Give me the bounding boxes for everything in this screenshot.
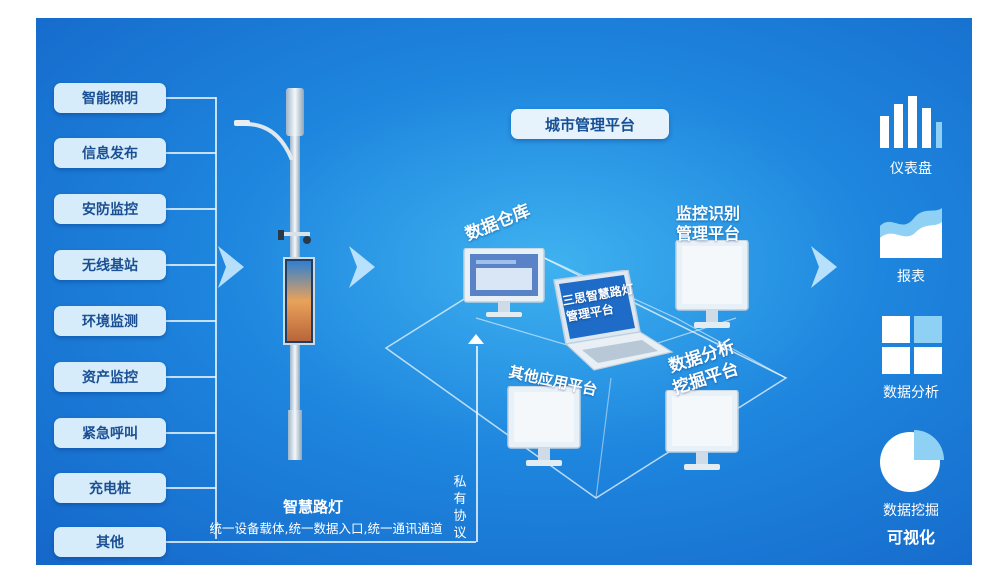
data-warehouse-monitor-icon (463, 248, 545, 317)
connector-9 (166, 541, 476, 543)
item-emergency-call: 紧急呼叫 (54, 418, 166, 448)
pole-title: 智慧路灯 (282, 498, 343, 516)
protocol-line (476, 346, 478, 542)
item-asset-monitoring: 资产监控 (54, 362, 166, 392)
area-chart-icon (880, 208, 942, 258)
output-dashboard-label: 仪表盘 (890, 161, 932, 177)
grid-icon (882, 316, 942, 374)
connector-2 (166, 152, 216, 154)
item-security-monitoring: 安防监控 (54, 194, 166, 224)
visualization-label: 可视化 (886, 528, 935, 547)
connector-7 (166, 432, 216, 434)
item-wireless-base-station: 无线基站 (54, 250, 166, 280)
item-smart-lighting: 智能照明 (54, 83, 166, 113)
output-report-label: 报表 (897, 269, 925, 285)
other-apps-monitor-icon (507, 386, 581, 466)
output-data-analysis-label: 数据分析 (883, 385, 939, 401)
output-data-mining-label: 数据挖掘 (883, 503, 939, 519)
item-other: 其他 (54, 527, 166, 557)
laptop-icon (553, 270, 674, 371)
connector-8 (166, 487, 216, 489)
protocol-label: 私有协议 (453, 475, 467, 541)
item-charging-pile: 充电桩 (54, 473, 166, 503)
connector-4 (166, 264, 216, 266)
arrow-right-icon (811, 246, 837, 288)
pie-chart-icon (880, 430, 944, 492)
item-info-publishing: 信息发布 (54, 138, 166, 168)
monitor-recognition-label-1: 监控识别 (676, 204, 741, 223)
arrow-right-icon (218, 246, 244, 288)
data-mining-monitor-icon (665, 390, 739, 470)
item-environment-monitoring: 环境监测 (54, 306, 166, 336)
connector-6 (166, 376, 216, 378)
monitor-recognition-label-2: 管理平台 (676, 224, 741, 243)
smart-streetlight-icon (234, 88, 315, 460)
monitor-recognition-icon (675, 240, 749, 328)
bar-chart-icon (880, 96, 942, 148)
diagram-canvas: 智能照明 信息发布 安防监控 无线基站 环境监测 资产监控 紧急呼叫 充电桩 其… (36, 18, 972, 565)
arrow-right-icon (349, 246, 375, 288)
platform-title: 城市管理平台 (511, 109, 669, 139)
connector-1 (166, 97, 216, 99)
connector-3 (166, 208, 216, 210)
left-bracket-vertical (215, 97, 217, 539)
pole-subtitle: 统一设备载体,统一数据入口,统一通讯通道 (209, 521, 443, 536)
connector-5 (166, 320, 216, 322)
